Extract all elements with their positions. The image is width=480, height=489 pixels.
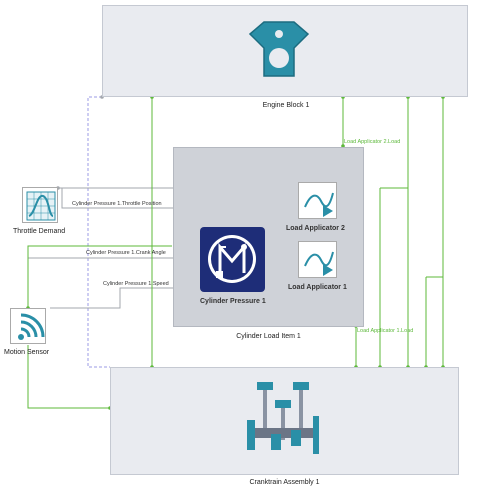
load-applicator-2-block[interactable] [298, 182, 337, 219]
throttle-demand-block[interactable] [22, 187, 58, 223]
crankshaft-icon [247, 382, 319, 454]
curve-play-icon [304, 192, 334, 217]
crank-angle-port-label: Cylinder Pressure 1.Crank Angle [86, 250, 166, 256]
throttle-position-port-label: Cylinder Pressure 1.Throttle Position [72, 201, 162, 207]
motion-sensor-block[interactable] [10, 308, 46, 344]
wire-motion-sensor-b [27, 245, 172, 308]
chart-icon [26, 191, 56, 221]
speed-port-label: Cylinder Pressure 1.Speed [103, 281, 169, 287]
cylinder-pressure-block[interactable] [200, 227, 265, 292]
dashed-connection [87, 96, 110, 368]
state-machine-icon [208, 235, 256, 283]
engine-block-icon [248, 21, 310, 77]
cylinder-load-item-label: Cylinder Load Item 1 [236, 333, 301, 340]
cylinder-pressure-label: Cylinder Pressure 1 [200, 298, 266, 305]
load-applicator-1-block[interactable] [298, 241, 337, 278]
load-1-connection-label: Load Applicator 1.Load [357, 328, 414, 334]
cranktrain-assembly[interactable] [110, 367, 459, 475]
throttle-demand-label: Throttle Demand [13, 228, 66, 235]
curve-play-icon [304, 251, 334, 276]
wire-motion-sensor [27, 345, 110, 409]
load-2-connection-label: Load Applicator 2.Load [344, 139, 401, 145]
load-applicator-2-label: Load Applicator 2 [286, 225, 345, 232]
cranktrain-assembly-label: Cranktrain Assembly 1 [249, 479, 320, 486]
signal-waves-icon [18, 313, 45, 340]
engine-block[interactable]: Engine Block 1 [102, 5, 468, 109]
motion-sensor-label: Motion Sensor [4, 349, 50, 356]
load-applicator-1-label: Load Applicator 1 [288, 284, 347, 291]
engine-block-label: Engine Block 1 [262, 102, 310, 109]
